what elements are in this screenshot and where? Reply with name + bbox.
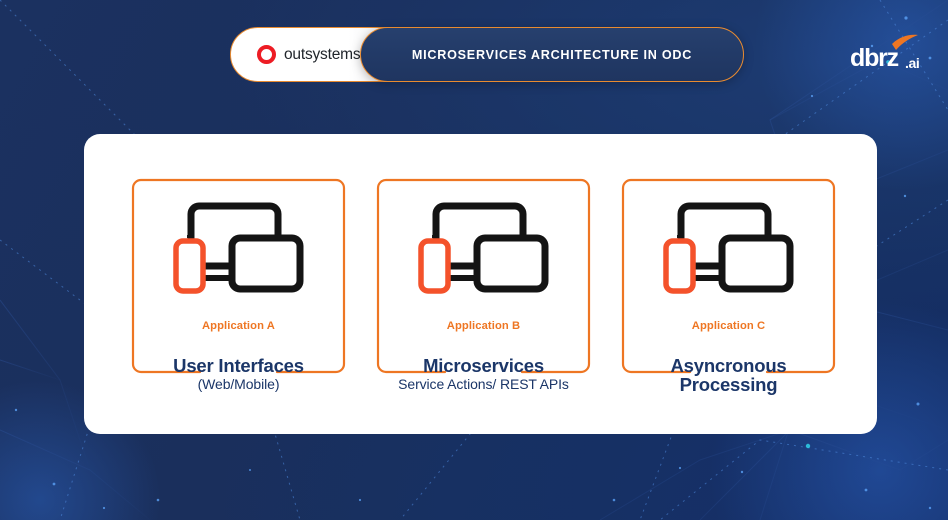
outsystems-ring-icon xyxy=(257,45,276,64)
devices-icon xyxy=(172,202,303,294)
card-title: Microservices xyxy=(423,355,544,376)
devices-icon xyxy=(662,202,793,294)
card-bracket-frame xyxy=(131,178,346,374)
dbrz-ai-logo: dbrz .ai xyxy=(850,34,920,72)
card-title: Asyncronous Processing xyxy=(670,355,787,396)
header-banner: outsystems MICROSERVICES ARCHITECTURE IN… xyxy=(230,27,744,82)
svg-text:dbrz: dbrz xyxy=(850,44,899,72)
svg-text:.ai: .ai xyxy=(905,55,919,71)
card-title-block: Microservices Service Actions/ REST APIs xyxy=(360,356,607,393)
content-panel: Application A User Interfaces (Web/Mobil… xyxy=(84,134,877,434)
banner-title-pill: MICROSERVICES ARCHITECTURE IN ODC xyxy=(360,27,744,82)
card-title-block: Asyncronous Processing xyxy=(605,356,852,396)
card-title-block: User Interfaces (Web/Mobile) xyxy=(115,356,362,393)
card-app-label: Application C xyxy=(691,320,766,332)
architecture-card[interactable]: Application B Microservices Service Acti… xyxy=(376,178,591,392)
architecture-card[interactable]: Application A User Interfaces (Web/Mobil… xyxy=(131,178,346,392)
outsystems-wordmark: outsystems xyxy=(284,45,361,63)
card-subtitle: (Web/Mobile) xyxy=(197,376,280,393)
card-title: User Interfaces xyxy=(173,355,304,376)
card-app-label: Application B xyxy=(446,320,521,332)
card-bracket-frame xyxy=(621,178,836,374)
architecture-card[interactable]: Application C Asyncronous Processing xyxy=(621,178,836,395)
card-bracket-frame xyxy=(376,178,591,374)
slide-title: MICROSERVICES ARCHITECTURE IN ODC xyxy=(411,47,693,62)
cards-row: Application A User Interfaces (Web/Mobil… xyxy=(84,134,877,434)
card-subtitle: Service Actions/ REST APIs xyxy=(398,376,569,393)
card-app-label: Application A xyxy=(202,320,275,332)
devices-icon xyxy=(417,202,548,294)
